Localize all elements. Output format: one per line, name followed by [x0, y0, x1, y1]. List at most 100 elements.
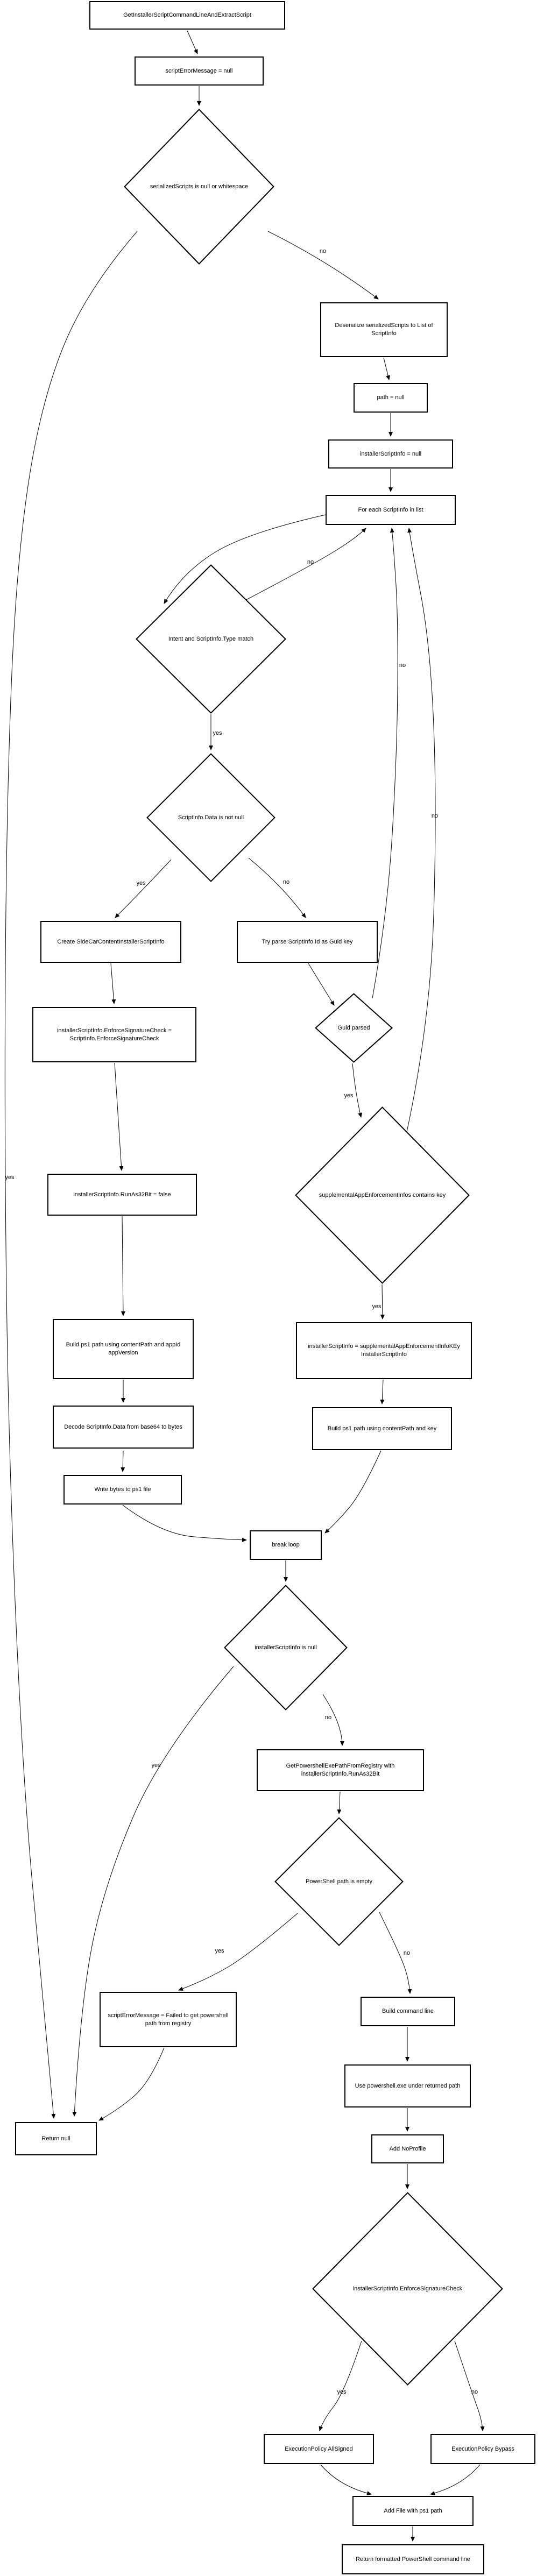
node-label-add-noprofile: Add NoProfile: [389, 2145, 426, 2152]
flow-edge-get-ps-path-to-d-ps-empty: [337, 1791, 342, 1814]
node-label-path-null: path = null: [377, 394, 405, 401]
node-label-write-bytes: Write bytes to ps1 file: [94, 1486, 151, 1493]
node-label-d-installer-null: installerScriptInfo is null: [255, 1644, 317, 1651]
node-label-d-enforce: installerScriptInfo.EnforceSignatureChec…: [352, 2285, 463, 2292]
edge-label-d-installer-null-yes: yes: [151, 1762, 161, 1769]
diamond-outline: [312, 2192, 503, 2386]
flow-edge-write-bytes-to-break-loop: [122, 1505, 247, 1542]
flow-node-return-formatted: Return formatted PowerShell command line: [342, 2544, 484, 2574]
node-label-return-null: Return null: [41, 2135, 70, 2142]
node-label-d-serialized: serializedScripts is null or whitespace: [150, 183, 249, 190]
flow-node-allsigned: ExecutionPolicy AllSigned: [264, 2434, 374, 2464]
flow-edge-d-ps-empty-to-err-msg: [178, 1913, 298, 1991]
diamond-outline: [124, 109, 274, 265]
flow-edge-assign-supp-to-build-ps1-key: [380, 1379, 385, 1404]
edge-label-d-serialized-yes: yes: [5, 1174, 15, 1181]
flow-edge-d-enforce-to-bypass: [454, 2340, 485, 2431]
flow-edge-d-serialized-to-return-null: [4, 231, 138, 2119]
flow-node-add-file: Add File with ps1 path: [352, 2496, 474, 2526]
flow-node-try-parse: Try parse ScriptInfo.Id as Guid key: [237, 921, 378, 963]
flow-node-build-ps1-app: Build ps1 path using contentPath and app…: [53, 1319, 194, 1379]
flow-node-d-enforce: installerScriptInfo.EnforceSignatureChec…: [312, 2192, 503, 2386]
node-label-d-data-not-null: ScriptInfo.Data is not null: [178, 814, 244, 821]
flow-node-d-ps-empty: PowerShell path is empty: [274, 1817, 404, 1946]
flow-edge-deserialize-to-path-null: [383, 357, 390, 380]
node-label-assign-supp: installerScriptInfo = supplementalAppEnf…: [308, 1343, 460, 1358]
flow-edge-bypass-to-add-file: [430, 2464, 481, 2495]
flow-node-build-cmd: Build command line: [361, 1997, 455, 2026]
edge-label-d-ps-empty-yes: yes: [215, 1948, 224, 1954]
diamond-outline: [295, 1106, 470, 1284]
flow-node-write-bytes: Write bytes to ps1 file: [63, 1475, 182, 1505]
flow-edge-create-sidecar-to-enforce-copy: [110, 963, 116, 1004]
flow-node-enforce-copy: installerScriptInfo.EnforceSignatureChec…: [32, 1007, 196, 1062]
edge-label-d-enforce-no: no: [471, 2389, 478, 2395]
flow-edge-d-data-not-null-to-create-sidecar: [115, 859, 172, 918]
diamond-outline: [224, 1585, 348, 1711]
flow-node-use-powershell: Use powershell.exe under returned path: [344, 2064, 471, 2107]
node-label-build-ps1-app: Build ps1 path using contentPath and app…: [66, 1342, 181, 1356]
flow-edge-d-serialized-to-deserialize: [267, 231, 379, 300]
flow-edge-d-guid-to-for-each: [372, 528, 398, 999]
node-label-bypass: ExecutionPolicy Bypass: [451, 2445, 514, 2452]
flow-node-break-loop: break loop: [250, 1530, 322, 1560]
flow-node-d-serialized: serializedScripts is null or whitespace: [124, 109, 274, 265]
flow-edge-d-ps-empty-to-build-cmd: [379, 1912, 412, 1994]
flow-node-err-msg: scriptErrorMessage = Failed to get power…: [100, 1992, 237, 2047]
flow-edge-d-contains-key-to-assign-supp: [380, 1284, 385, 1319]
flow-node-path-null: path = null: [354, 383, 428, 413]
flow-node-build-ps1-key: Build ps1 path using contentPath and key: [312, 1407, 452, 1450]
flow-node-get-ps-path: GetPowershellExePathFromRegistry with in…: [257, 1749, 424, 1791]
node-label-allsigned: ExecutionPolicy AllSigned: [285, 2445, 353, 2452]
node-label-d-ps-empty: PowerShell path is empty: [305, 1878, 373, 1885]
flow-edge-d-guid-to-d-contains-key: [352, 1063, 362, 1118]
flow-node-assign-supp: installerScriptInfo = supplementalAppEnf…: [296, 1322, 472, 1379]
node-label-start: GetInstallerScriptCommandLineAndExtractS…: [123, 12, 251, 19]
flow-edge-err-msg-to-return-null: [98, 2047, 165, 2121]
flow-edge-d-data-not-null-to-try-parse: [248, 857, 306, 918]
flow-node-d-contains-key: supplementalAppEnforcementInfos contains…: [295, 1106, 470, 1284]
node-label-set-err-null: scriptErrorMessage = null: [165, 67, 233, 74]
flow-node-installer-null: installerScriptInfo = null: [328, 439, 453, 469]
flow-edge-d-enforce-to-allsigned: [319, 2340, 362, 2431]
flow-node-add-noprofile: Add NoProfile: [371, 2134, 444, 2163]
node-label-d-guid: Guid parsed: [337, 1024, 370, 1031]
edge-label-d-data-not-null-no: no: [283, 879, 289, 885]
node-label-run-as32: installerScriptInfo.RunAs32Bit = false: [73, 1191, 171, 1198]
edge-label-d-installer-null-no: no: [325, 1714, 331, 1721]
flow-node-d-installer-null: installerScriptInfo is null: [224, 1585, 348, 1711]
edge-label-d-guid-no: no: [399, 662, 406, 669]
flow-node-decode-b64: Decode ScriptInfo.Data from base64 to by…: [53, 1406, 194, 1449]
node-label-err-msg: scriptErrorMessage = Failed to get power…: [108, 2012, 229, 2027]
diamond-outline: [274, 1817, 404, 1946]
flow-node-bypass: ExecutionPolicy Bypass: [430, 2434, 535, 2464]
flow-node-for-each: For each ScriptInfo in list: [326, 495, 456, 525]
flow-edge-enforce-copy-to-run-as32: [114, 1062, 124, 1171]
flow-edge-d-installer-null-to-return-null: [72, 1666, 234, 2117]
flow-node-deserialize: Deserialize serializedScripts to List of…: [320, 302, 448, 357]
node-label-d-type-match: Intent and ScriptInfo.Type match: [168, 635, 254, 642]
node-label-add-file: Add File with ps1 path: [384, 2507, 442, 2514]
flow-node-create-sidecar: Create SideCarContentInstallerScriptInfo: [40, 921, 181, 963]
flow-node-start: GetInstallerScriptCommandLineAndExtractS…: [89, 1, 285, 30]
edge-label-d-serialized-no: no: [320, 248, 326, 254]
edge-label-d-enforce-yes: yes: [337, 2389, 347, 2395]
node-label-build-ps1-key: Build ps1 path using contentPath and key: [327, 1425, 437, 1432]
node-label-return-formatted: Return formatted PowerShell command line: [356, 2556, 470, 2563]
diamond-outline: [146, 753, 276, 882]
edge-label-d-contains-key-yes: yes: [372, 1303, 382, 1310]
flow-edge-build-ps1-key-to-break-loop: [324, 1450, 382, 1534]
flow-edge-d-type-match-to-for-each: [243, 528, 366, 602]
node-label-for-each: For each ScriptInfo in list: [358, 506, 423, 513]
node-label-decode-b64: Decode ScriptInfo.Data from base64 to by…: [64, 1423, 182, 1430]
flow-node-run-as32: installerScriptInfo.RunAs32Bit = false: [47, 1174, 197, 1216]
flow-edge-run-as32-to-build-ps1-app: [121, 1216, 125, 1316]
edge-label-d-contains-key-no: no: [432, 813, 438, 819]
edge-label-d-type-match-yes: yes: [213, 730, 222, 736]
flow-edge-d-contains-key-to-for-each: [406, 528, 436, 1132]
diamond-outline: [315, 993, 393, 1063]
flow-node-d-guid: Guid parsed: [315, 993, 393, 1063]
flow-node-set-err-null: scriptErrorMessage = null: [135, 56, 264, 86]
